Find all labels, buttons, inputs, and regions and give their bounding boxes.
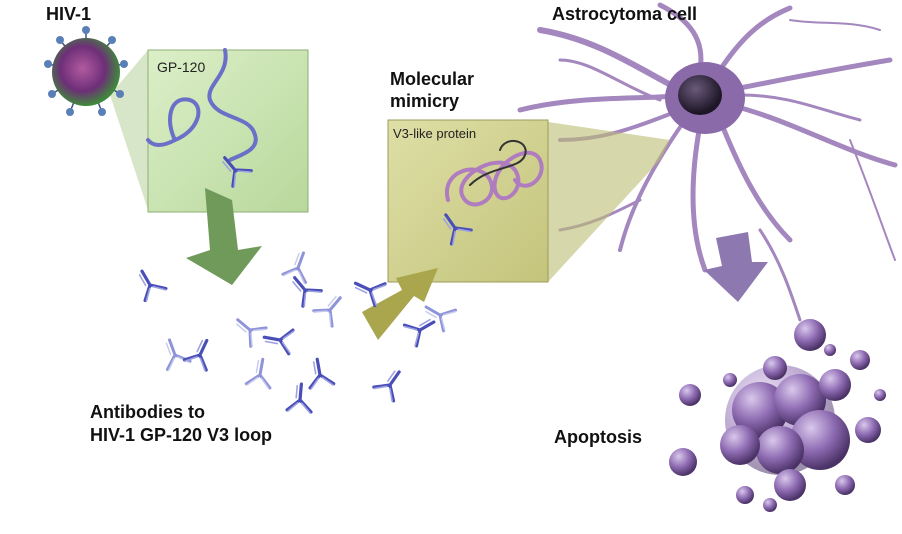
label-astrocytoma: Astrocytoma cell: [552, 4, 698, 24]
hiv-virus: [44, 26, 128, 116]
label-antibodies: Antibodies to: [90, 402, 205, 422]
label-gp120: GP-120: [157, 59, 206, 75]
zoom-wedge-cell: [548, 122, 670, 282]
label-mimicry: mimicry: [390, 91, 460, 111]
green-arrow: [186, 188, 262, 285]
gp120-strand: [146, 48, 258, 162]
apoptotic-bodies: [669, 319, 886, 512]
gp120-box: [147, 49, 309, 213]
label-hiv: HIV-1: [46, 4, 92, 24]
astrocytoma-nucleus: [678, 75, 722, 115]
label-v3-loop: HIV-1 GP-120 V3 loop: [90, 425, 273, 445]
label-apoptosis: Apoptosis: [554, 427, 642, 447]
olive-arrow: [362, 268, 438, 340]
v3-protein-box: [387, 119, 549, 283]
zoom-wedge-virus: [110, 50, 148, 210]
purple-arrow: [704, 232, 768, 302]
label-v3-protein: V3-like protein: [393, 126, 477, 141]
label-molecular: Molecular: [390, 69, 475, 89]
v3-like-protein-coil: [444, 140, 544, 207]
